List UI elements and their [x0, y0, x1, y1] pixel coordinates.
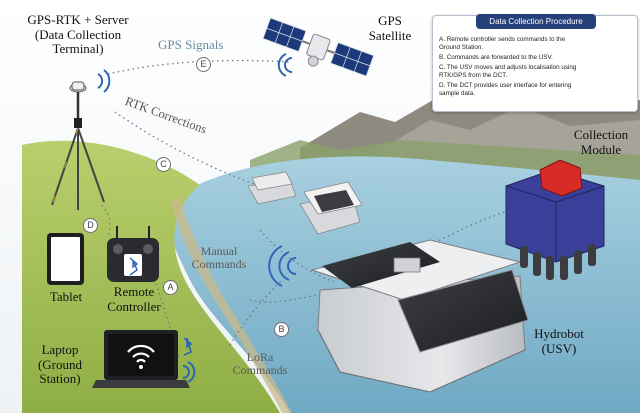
gps-signal-icon: [97, 69, 111, 93]
hydrobot-label: Hydrobot (USV): [534, 326, 584, 356]
procedure-line: Ground Station.: [439, 44, 484, 51]
procedure-line: D. The DCT provides user interface for e…: [439, 82, 572, 89]
remote-controller-label: Remote Controller: [107, 284, 161, 314]
step-marker-e: E: [196, 57, 211, 72]
distant-usv-icon: [247, 171, 363, 235]
collection-module-label: Collection Module: [573, 127, 629, 157]
remote-controller-icon: [107, 226, 159, 282]
satellite-signal-icon: [277, 53, 293, 77]
laptop-label: Laptop (Ground Station): [37, 342, 83, 387]
lora-commands-label: LoRa Commands: [232, 350, 288, 378]
tablet-label: Tablet: [49, 289, 83, 304]
radio-wave-icon: [268, 245, 297, 287]
procedure-line: sample data.: [439, 90, 476, 97]
manual-commands-label: Manual Commands: [191, 244, 247, 272]
step-marker-d: D: [83, 218, 98, 233]
satellite-icon: [262, 17, 375, 77]
procedure-line: RTK/GPS from the DCT.: [439, 72, 508, 79]
laptop-icon: [92, 330, 190, 388]
usv-hydrobot-icon: [310, 239, 529, 393]
procedure-box: Data Collection Procedure A. Remote cont…: [432, 14, 638, 112]
step-marker-a: A: [163, 280, 178, 295]
gps-signals-label: GPS Signals: [158, 37, 224, 52]
procedure-line: A. Remote controller sends commands to t…: [439, 36, 565, 43]
gps-tripod-icon: [51, 81, 105, 210]
laptop-radio-wave-icon: [182, 361, 196, 383]
procedure-line: B. Commands are forwarded to the USV.: [439, 54, 553, 61]
gps-satellite-label: GPS Satellite: [368, 13, 412, 43]
procedure-title: Data Collection Procedure: [476, 14, 596, 29]
tablet-icon: [47, 233, 84, 285]
step-marker-b: B: [274, 322, 289, 337]
collection-module-icon: [505, 159, 605, 280]
gps-rtk-server-label: GPS-RTK + Server (Data Collection Termin…: [27, 12, 129, 57]
bluetooth-icon: [183, 337, 193, 356]
step-marker-c: C: [156, 157, 171, 172]
procedure-line: C. The USV moves and adjusts localisatio…: [439, 64, 577, 71]
